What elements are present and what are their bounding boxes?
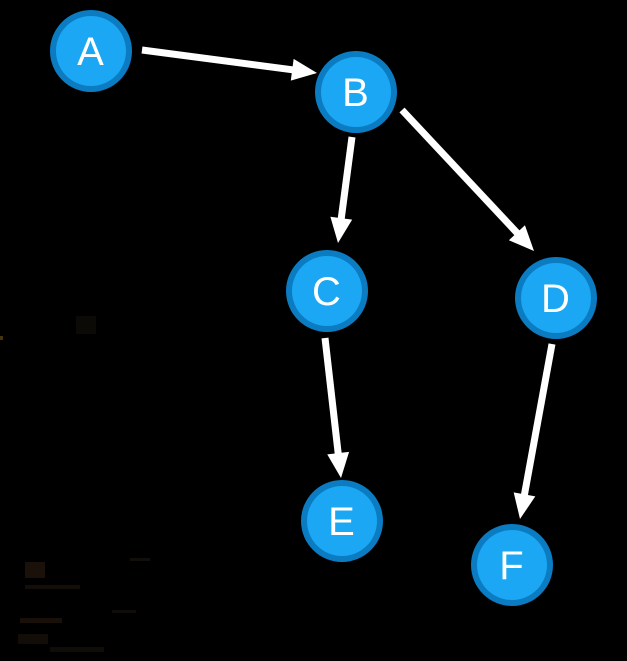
graph-edge-B-C [330,136,356,243]
node-fill [307,486,377,556]
node-label: B [342,71,370,115]
graph-edge-D-F [513,343,556,519]
node-fill [321,57,391,127]
graph-node-A[interactable]: A [50,10,132,92]
arrowhead-icon [327,451,350,478]
edge-line [336,136,356,225]
node-fill [56,16,126,86]
node-label: E [328,500,356,544]
arrowhead-icon [290,58,317,81]
arrowhead-icon [508,225,534,251]
graph-node-E[interactable]: E [301,480,383,562]
graph-node-B[interactable]: B [315,51,397,133]
edge-line [519,343,556,502]
node-label: F [499,544,524,588]
arrowhead-icon [513,492,536,519]
arrowhead-icon [330,216,353,243]
edge-line [141,46,299,75]
graph-edge-A-B [141,46,317,81]
graph-node-F[interactable]: F [471,524,553,606]
edges-layer [141,46,556,519]
node-label: A [77,30,105,74]
graph-node-D[interactable]: D [515,257,597,339]
graph-edge-B-D [399,107,534,251]
node-fill [477,530,547,600]
edge-line [321,337,343,460]
nodes-layer: A B C D E F [50,10,597,606]
node-fill [521,263,591,333]
edge-line [399,107,524,240]
graph-node-C[interactable]: C [286,250,368,332]
node-fill [292,256,362,326]
node-label: D [541,277,571,321]
graph-edge-C-E [321,337,350,478]
node-label: C [312,270,342,314]
